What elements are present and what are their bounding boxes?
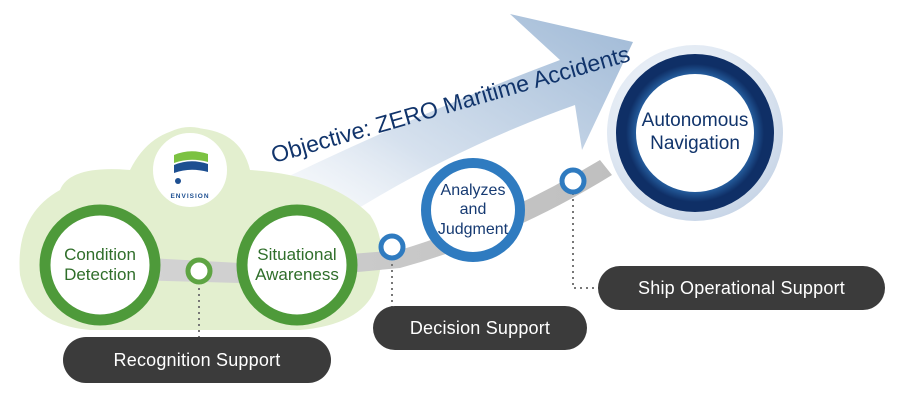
recognition-node — [185, 257, 213, 285]
decision-node — [378, 233, 406, 261]
situational-awareness-label: Situational Awareness — [255, 244, 339, 284]
decision-support-pill: Decision Support — [373, 306, 587, 350]
connector-ship — [572, 193, 600, 289]
condition-detection-circle — [39, 204, 161, 326]
envision-logo-mark — [174, 151, 208, 184]
condition-detection-label: Condition Detection — [64, 244, 136, 284]
ship-operational-node — [559, 167, 587, 195]
recognition-support-pill: Recognition Support — [63, 337, 331, 383]
analyzes-judgment-label: Analyzes and Judgment — [437, 182, 509, 238]
ship-operational-support-pill: Ship Operational Support — [598, 266, 885, 310]
autonomous-navigation-circle — [616, 54, 774, 212]
envision-brand-text: ENVISION — [170, 193, 210, 200]
autonomous-navigation-label: Autonomous Navigation — [641, 110, 749, 154]
situational-awareness-circle — [236, 204, 358, 326]
envision-logo — [147, 127, 233, 213]
analyzes-judgment-circle — [421, 158, 525, 262]
